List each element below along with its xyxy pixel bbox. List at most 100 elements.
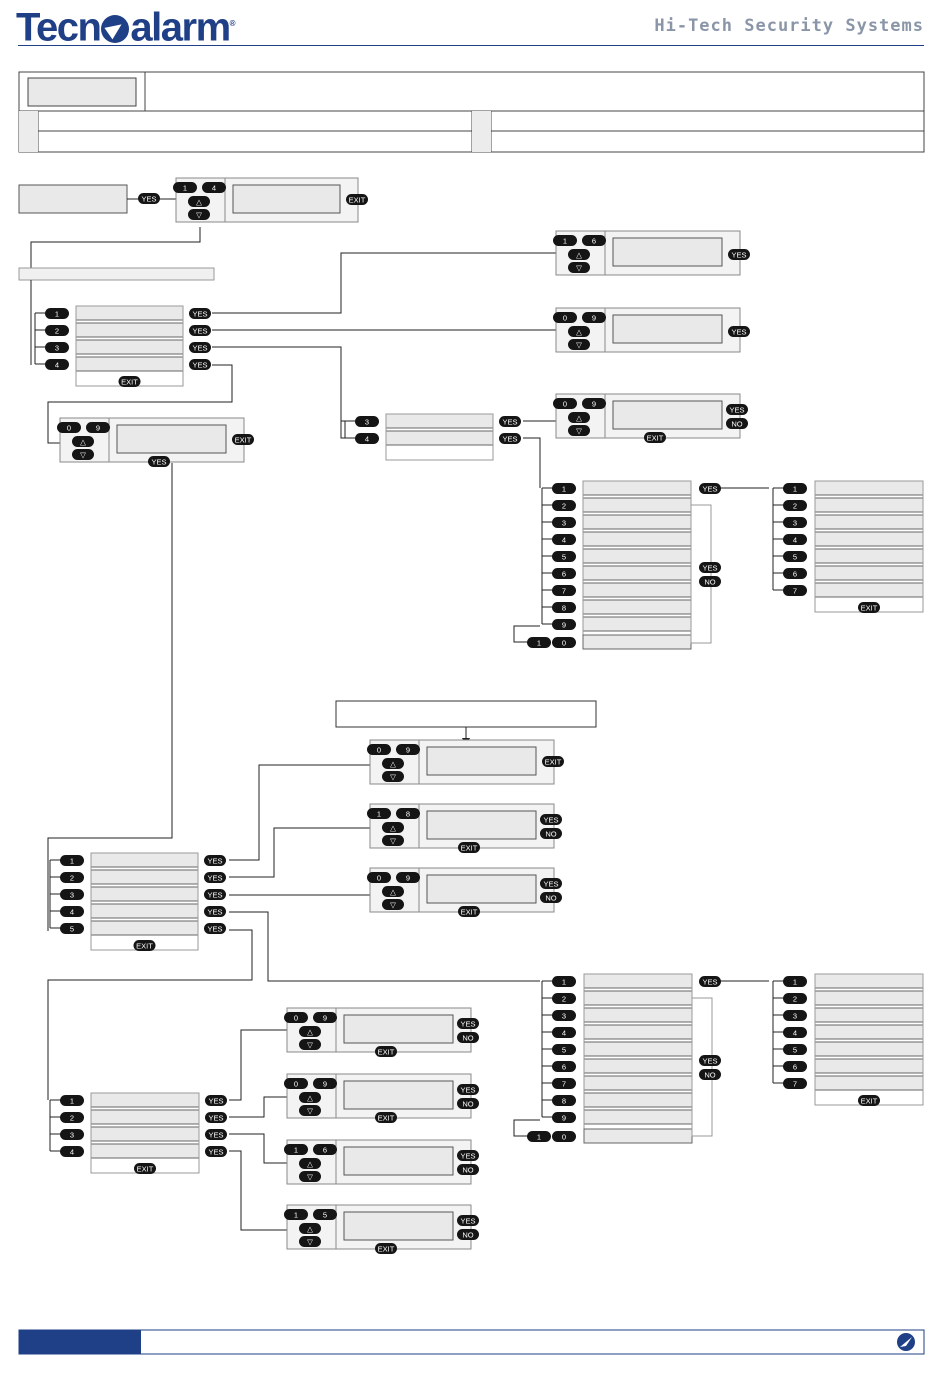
up-arrow-icon[interactable] [568, 326, 590, 337]
exit-key[interactable] [458, 842, 480, 853]
number-key-9[interactable] [552, 619, 576, 630]
number-key-2[interactable] [783, 993, 807, 1004]
number-key-7[interactable] [783, 585, 807, 596]
down-arrow-icon[interactable] [299, 1105, 321, 1116]
down-arrow-icon[interactable] [568, 262, 590, 273]
number-key-1[interactable] [173, 182, 197, 193]
down-arrow-icon[interactable] [568, 339, 590, 350]
number-key-7[interactable] [552, 585, 576, 596]
number-key-6[interactable] [582, 235, 606, 246]
yes-key[interactable] [699, 483, 721, 494]
number-key-9[interactable] [313, 1012, 337, 1023]
up-arrow-icon[interactable] [72, 436, 94, 447]
exit-key[interactable] [375, 1046, 397, 1057]
down-arrow-icon[interactable] [568, 425, 590, 436]
number-key-4[interactable] [45, 359, 69, 370]
yes-key[interactable] [205, 1095, 227, 1106]
yes-key[interactable] [726, 404, 748, 415]
number-key-1[interactable] [284, 1144, 308, 1155]
number-key-9[interactable] [396, 872, 420, 883]
exit-key[interactable] [133, 940, 156, 951]
up-arrow-icon[interactable] [299, 1092, 321, 1103]
number-key-1[interactable] [284, 1209, 308, 1220]
no-key[interactable] [457, 1229, 479, 1240]
number-key-0[interactable] [553, 398, 577, 409]
number-key-6[interactable] [783, 568, 807, 579]
yes-key[interactable] [499, 416, 521, 427]
yes-key[interactable] [457, 1084, 479, 1095]
yes-key[interactable] [540, 878, 562, 889]
number-key-4[interactable] [60, 906, 84, 917]
no-key[interactable] [457, 1032, 479, 1043]
no-key[interactable] [540, 892, 562, 903]
number-key-8[interactable] [552, 602, 576, 613]
number-key-5[interactable] [783, 1044, 807, 1055]
number-key-5[interactable] [552, 551, 576, 562]
yes-key[interactable] [189, 359, 211, 370]
up-arrow-icon[interactable] [188, 196, 210, 207]
number-key-1[interactable] [367, 808, 391, 819]
number-key-5[interactable] [313, 1209, 337, 1220]
yes-key[interactable] [457, 1018, 479, 1029]
number-key-6[interactable] [783, 1061, 807, 1072]
number-key-0[interactable] [553, 312, 577, 323]
number-key-3[interactable] [552, 517, 576, 528]
number-key-3[interactable] [355, 416, 379, 427]
number-key-7[interactable] [552, 1078, 576, 1089]
number-key-5[interactable] [783, 551, 807, 562]
number-key-6[interactable] [552, 1061, 576, 1072]
number-key-2[interactable] [45, 325, 69, 336]
number-key-4[interactable] [783, 534, 807, 545]
yes-key[interactable] [499, 433, 521, 444]
number-key-0[interactable] [552, 1131, 576, 1142]
yes-key[interactable] [728, 326, 750, 337]
down-arrow-icon[interactable] [188, 209, 210, 220]
number-key-2[interactable] [783, 500, 807, 511]
down-arrow-icon[interactable] [382, 835, 404, 846]
number-key-3[interactable] [60, 1129, 84, 1140]
number-key-2[interactable] [60, 1112, 84, 1123]
exit-key[interactable] [858, 602, 880, 613]
number-key-1[interactable] [60, 855, 84, 866]
number-key-7[interactable] [783, 1078, 807, 1089]
number-key-9[interactable] [396, 744, 420, 755]
exit-key[interactable] [375, 1112, 397, 1123]
number-key-0[interactable] [367, 744, 391, 755]
yes-key[interactable] [205, 1129, 227, 1140]
exit-key[interactable] [118, 376, 141, 387]
up-arrow-icon[interactable] [299, 1158, 321, 1169]
yes-key[interactable] [204, 889, 226, 900]
number-key-2[interactable] [60, 872, 84, 883]
exit-key[interactable] [134, 1163, 156, 1174]
number-key-2[interactable] [552, 500, 576, 511]
number-key-3[interactable] [552, 1010, 576, 1021]
number-key-6[interactable] [313, 1144, 337, 1155]
number-key-1[interactable] [60, 1095, 84, 1106]
yes-key[interactable] [205, 1112, 227, 1123]
no-key[interactable] [699, 576, 721, 587]
exit-key[interactable] [232, 434, 254, 445]
yes-key[interactable] [189, 325, 211, 336]
yes-key[interactable] [699, 976, 721, 987]
down-arrow-icon[interactable] [382, 899, 404, 910]
up-arrow-icon[interactable] [299, 1026, 321, 1037]
number-key-1[interactable] [553, 235, 577, 246]
number-key-3[interactable] [783, 517, 807, 528]
yes-key[interactable] [457, 1215, 479, 1226]
up-arrow-icon[interactable] [382, 758, 404, 769]
up-arrow-icon[interactable] [382, 822, 404, 833]
up-arrow-icon[interactable] [568, 249, 590, 260]
yes-key[interactable] [189, 342, 211, 353]
number-key-0[interactable] [284, 1012, 308, 1023]
number-key-4[interactable] [60, 1146, 84, 1157]
yes-key[interactable] [699, 1055, 721, 1066]
up-arrow-icon[interactable] [382, 886, 404, 897]
exit-key[interactable] [346, 194, 368, 205]
number-key-8[interactable] [396, 808, 420, 819]
number-key-3[interactable] [45, 342, 69, 353]
down-arrow-icon[interactable] [299, 1039, 321, 1050]
yes-key[interactable] [540, 814, 562, 825]
exit-key[interactable] [644, 432, 666, 443]
up-arrow-icon[interactable] [299, 1223, 321, 1234]
number-key-3[interactable] [60, 889, 84, 900]
